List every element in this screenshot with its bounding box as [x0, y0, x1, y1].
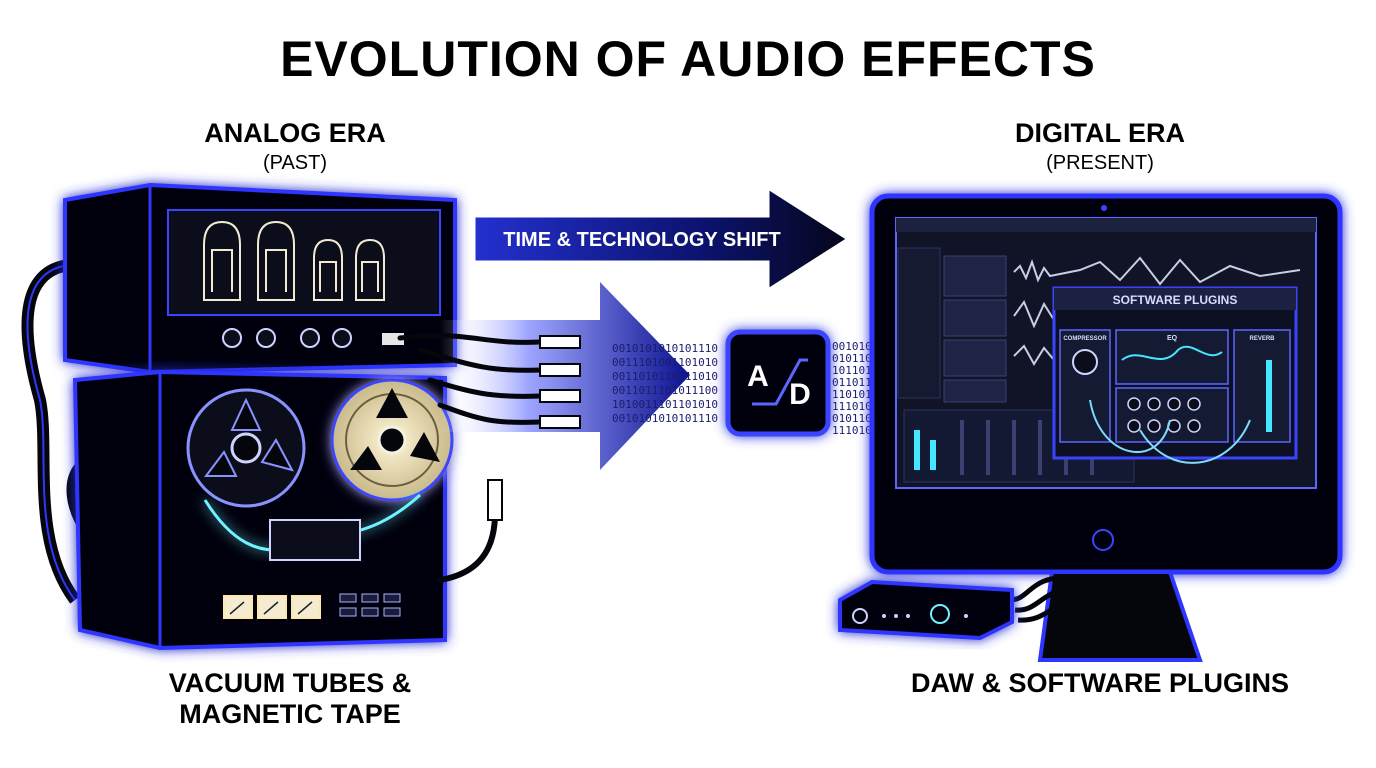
- analog-caption-line1: VACUUM TUBES &: [168, 668, 412, 698]
- binary-line: 0010101010101110: [612, 342, 718, 355]
- binary-stream-left: 0010101010101110 0011101001101010 001101…: [612, 342, 718, 425]
- shift-arrow: TIME & TECHNOLOGY SHIFT: [472, 185, 851, 293]
- plugin-knobs: [1127, 397, 1201, 433]
- binary-line: 0011101001101010: [612, 356, 718, 369]
- ad-converter-icon: A D: [725, 329, 831, 437]
- digital-era-heading: DIGITAL ERA: [1014, 118, 1185, 148]
- page-title: EVOLUTION OF AUDIO EFFECTS: [280, 31, 1096, 87]
- vu-meter-icon: [223, 595, 321, 619]
- binary-line: 0011010110111010: [612, 370, 718, 383]
- eq-curve: [1121, 345, 1223, 361]
- reverb-label: REVERB: [1249, 336, 1275, 342]
- shift-arrow-label: TIME & TECHNOLOGY SHIFT: [503, 229, 780, 251]
- reverb-meter: [1266, 360, 1272, 432]
- binary-line: 0011011101011100: [612, 384, 718, 397]
- eq-label: EQ: [1167, 335, 1178, 342]
- tape-reel-icon-glowing: [330, 378, 454, 502]
- digital-caption: DAW & SOFTWARE PLUGINS: [911, 668, 1289, 698]
- analog-caption-line2: MAGNETIC TAPE: [179, 699, 401, 729]
- tape-head: [269, 519, 361, 561]
- analog-era-subheading: (PAST): [262, 152, 328, 174]
- analog-equipment: [21, 182, 457, 651]
- analog-era-heading: ANALOG ERA: [204, 118, 386, 148]
- patch-cables: [1089, 399, 1251, 464]
- audio-interface-icon: [838, 575, 1091, 641]
- converter-letter-a: A: [747, 360, 769, 393]
- converter-letter-d: D: [789, 378, 811, 411]
- compressor-knob: [1072, 349, 1098, 375]
- vacuum-tube-icon: [203, 220, 385, 301]
- side-cable-outline: [26, 264, 76, 601]
- binary-line: 0010101010101110: [612, 412, 718, 425]
- plugin-window: SOFTWARE PLUGINS COMPRESSOR EQ REVERB: [1052, 286, 1298, 464]
- plugin-window-title: SOFTWARE PLUGINS: [1113, 293, 1238, 307]
- tube-window: [167, 209, 441, 316]
- amp-knobs: [222, 328, 352, 348]
- digital-era-subheading: (PRESENT): [1046, 152, 1154, 174]
- daw-screen: SOFTWARE PLUGINS COMPRESSOR EQ REVERB: [895, 217, 1317, 489]
- binary-line: 1010011101101010: [612, 398, 718, 411]
- tape-reel-icon: [186, 388, 306, 508]
- rca-plugs: [487, 335, 581, 521]
- compressor-label: COMPRESSOR: [1063, 336, 1107, 342]
- analog-caption: VACUUM TUBES & MAGNETIC TAPE: [120, 668, 460, 730]
- tape-controls: [339, 593, 401, 617]
- waveform: [1013, 256, 1301, 286]
